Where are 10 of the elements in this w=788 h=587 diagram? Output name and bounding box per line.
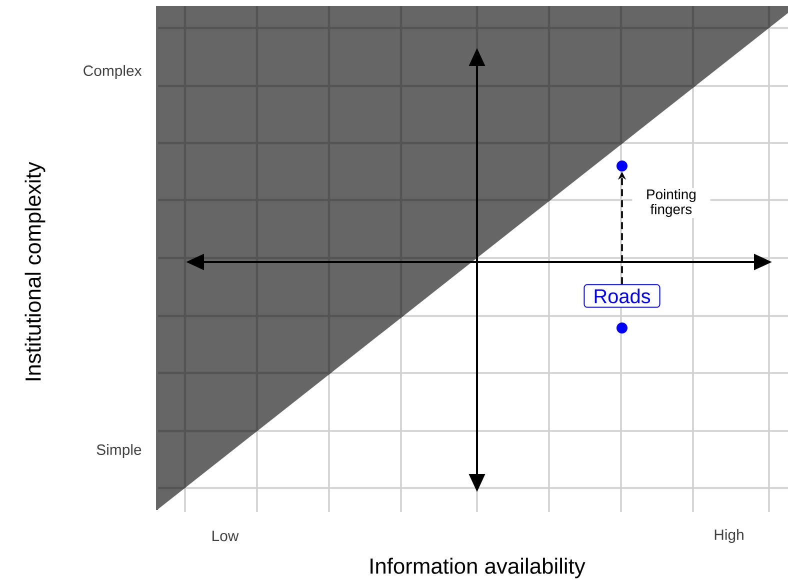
data-point xyxy=(616,160,628,172)
axis-tick-label: Low xyxy=(212,530,239,542)
axis-tick-label: Complex xyxy=(84,65,142,79)
axis-title: Information availability xyxy=(370,558,586,578)
axis-title: Institutional complexity xyxy=(24,162,46,380)
label-box: Roads xyxy=(584,284,660,308)
data-point xyxy=(616,322,628,334)
axis-tick-label: High xyxy=(714,529,744,543)
edge-label: Pointing fingers xyxy=(647,189,696,217)
axis-tick-label: Simple xyxy=(96,444,142,458)
